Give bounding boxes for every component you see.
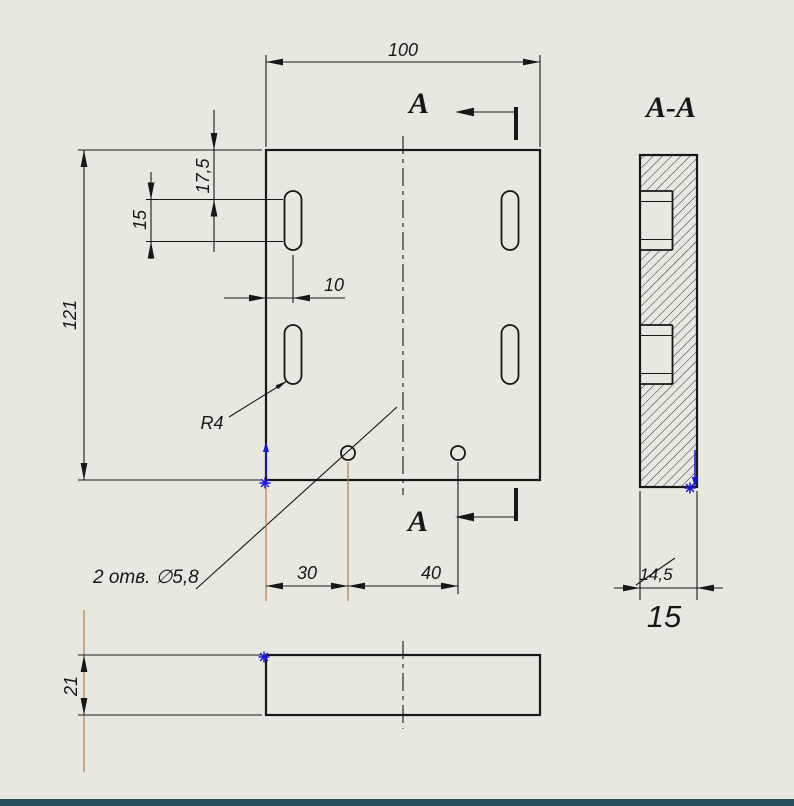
hole-right[interactable]	[450, 445, 466, 461]
section-label-top[interactable]: A	[407, 87, 429, 120]
dim-slot-top-offset[interactable]: 17,5	[146, 110, 283, 252]
arrowhead-icon	[697, 584, 714, 592]
hole-left[interactable]	[340, 445, 356, 461]
dim-plate-thickness-text[interactable]: 21	[61, 676, 81, 697]
bottom-view[interactable]	[264, 641, 542, 729]
anchor-bottom-view[interactable]	[258, 651, 270, 663]
arrowhead-icon	[210, 133, 218, 150]
arrowhead-icon	[147, 182, 155, 200]
construction-lines[interactable]	[83, 462, 349, 772]
section-notch-blank	[640, 191, 673, 250]
dim-slot-pitch[interactable]: 15	[130, 172, 283, 259]
section-arrow-bottom-icon	[455, 512, 474, 522]
strike-line	[635, 557, 676, 586]
section-label-bottom[interactable]: A	[406, 505, 428, 538]
dim-slot-edge-offset[interactable]: 10	[224, 255, 345, 303]
dim-plate-width-text[interactable]: 100	[388, 40, 418, 60]
arrowhead-icon	[80, 698, 88, 715]
dim-plate-thickness[interactable]: 21	[61, 654, 262, 716]
section-notch-bottom[interactable]	[640, 324, 674, 385]
arrowhead-icon	[623, 584, 640, 592]
dim-section-override-text[interactable]: 15	[647, 599, 682, 634]
anchor-section[interactable]	[684, 450, 699, 494]
anchor-asterisk-icon	[258, 651, 270, 663]
arrowhead-icon	[266, 58, 283, 66]
anchor-front[interactable]	[259, 442, 271, 489]
slot-top-left[interactable]	[283, 190, 303, 251]
arrowhead-icon	[210, 199, 218, 217]
section-notch-top[interactable]	[640, 190, 674, 251]
section-arrow-top-icon	[455, 107, 474, 117]
anchors[interactable]	[258, 442, 699, 663]
arrowhead-icon	[266, 582, 283, 590]
section-view[interactable]: A-A	[638, 91, 699, 489]
arrowhead-icon	[331, 582, 348, 590]
arrowhead-icon	[523, 58, 540, 66]
arrowhead-icon	[348, 582, 365, 590]
anchor-arrow-icon	[262, 442, 270, 452]
holes-note[interactable]: 2 отв. ∅5,8	[92, 406, 398, 590]
bottom-outline[interactable]	[264, 653, 542, 717]
arrowhead-icon	[441, 582, 458, 590]
arrowhead-icon	[80, 150, 88, 167]
dim-hole-offset-text[interactable]: 30	[297, 563, 317, 583]
slot-top-right[interactable]	[500, 190, 520, 251]
dim-slot-pitch-text[interactable]: 15	[130, 209, 150, 230]
arrowhead-icon	[249, 294, 266, 302]
section-notch-blank	[640, 325, 673, 384]
anchor-asterisk-icon	[259, 477, 271, 489]
anchor-asterisk-icon	[684, 482, 696, 494]
dim-plate-height[interactable]: 121	[60, 149, 262, 481]
dim-section-thickness[interactable]: 14,5 15	[614, 491, 723, 634]
dim-section-measured-text[interactable]: 14,5	[639, 565, 673, 584]
plate-outline[interactable]	[264, 148, 542, 482]
slot-bottom-right[interactable]	[500, 324, 520, 385]
section-cut-line[interactable]: A A	[406, 87, 518, 538]
dim-plate-height-text[interactable]: 121	[60, 300, 80, 330]
slot-bottom-left[interactable]	[283, 324, 303, 385]
arrowhead-icon	[275, 381, 287, 390]
window-bottom-edge	[0, 799, 794, 806]
dim-hole-positions[interactable]: 30 40	[266, 462, 459, 594]
holes-note-text[interactable]: 2 отв. ∅5,8	[92, 567, 199, 588]
leader-line[interactable]	[195, 406, 398, 590]
section-outline[interactable]	[638, 153, 699, 489]
radius-text[interactable]: R4	[200, 413, 223, 433]
dim-plate-width[interactable]: 100	[265, 40, 541, 147]
radius-callout[interactable]: R4	[200, 380, 288, 433]
section-title[interactable]: A-A	[644, 91, 696, 124]
anchor-arrow-icon	[691, 477, 699, 487]
arrowhead-icon	[293, 294, 310, 302]
drawing-root: A A 100 121	[60, 40, 723, 772]
arrowhead-icon	[147, 241, 155, 259]
dim-slot-top-offset-text[interactable]: 17,5	[193, 158, 213, 194]
dim-slot-edge-offset-text[interactable]: 10	[324, 275, 344, 295]
dim-hole-pitch-text[interactable]: 40	[421, 563, 441, 583]
arrowhead-icon	[80, 463, 88, 480]
front-view[interactable]	[264, 136, 542, 495]
arrowhead-icon	[80, 655, 88, 672]
